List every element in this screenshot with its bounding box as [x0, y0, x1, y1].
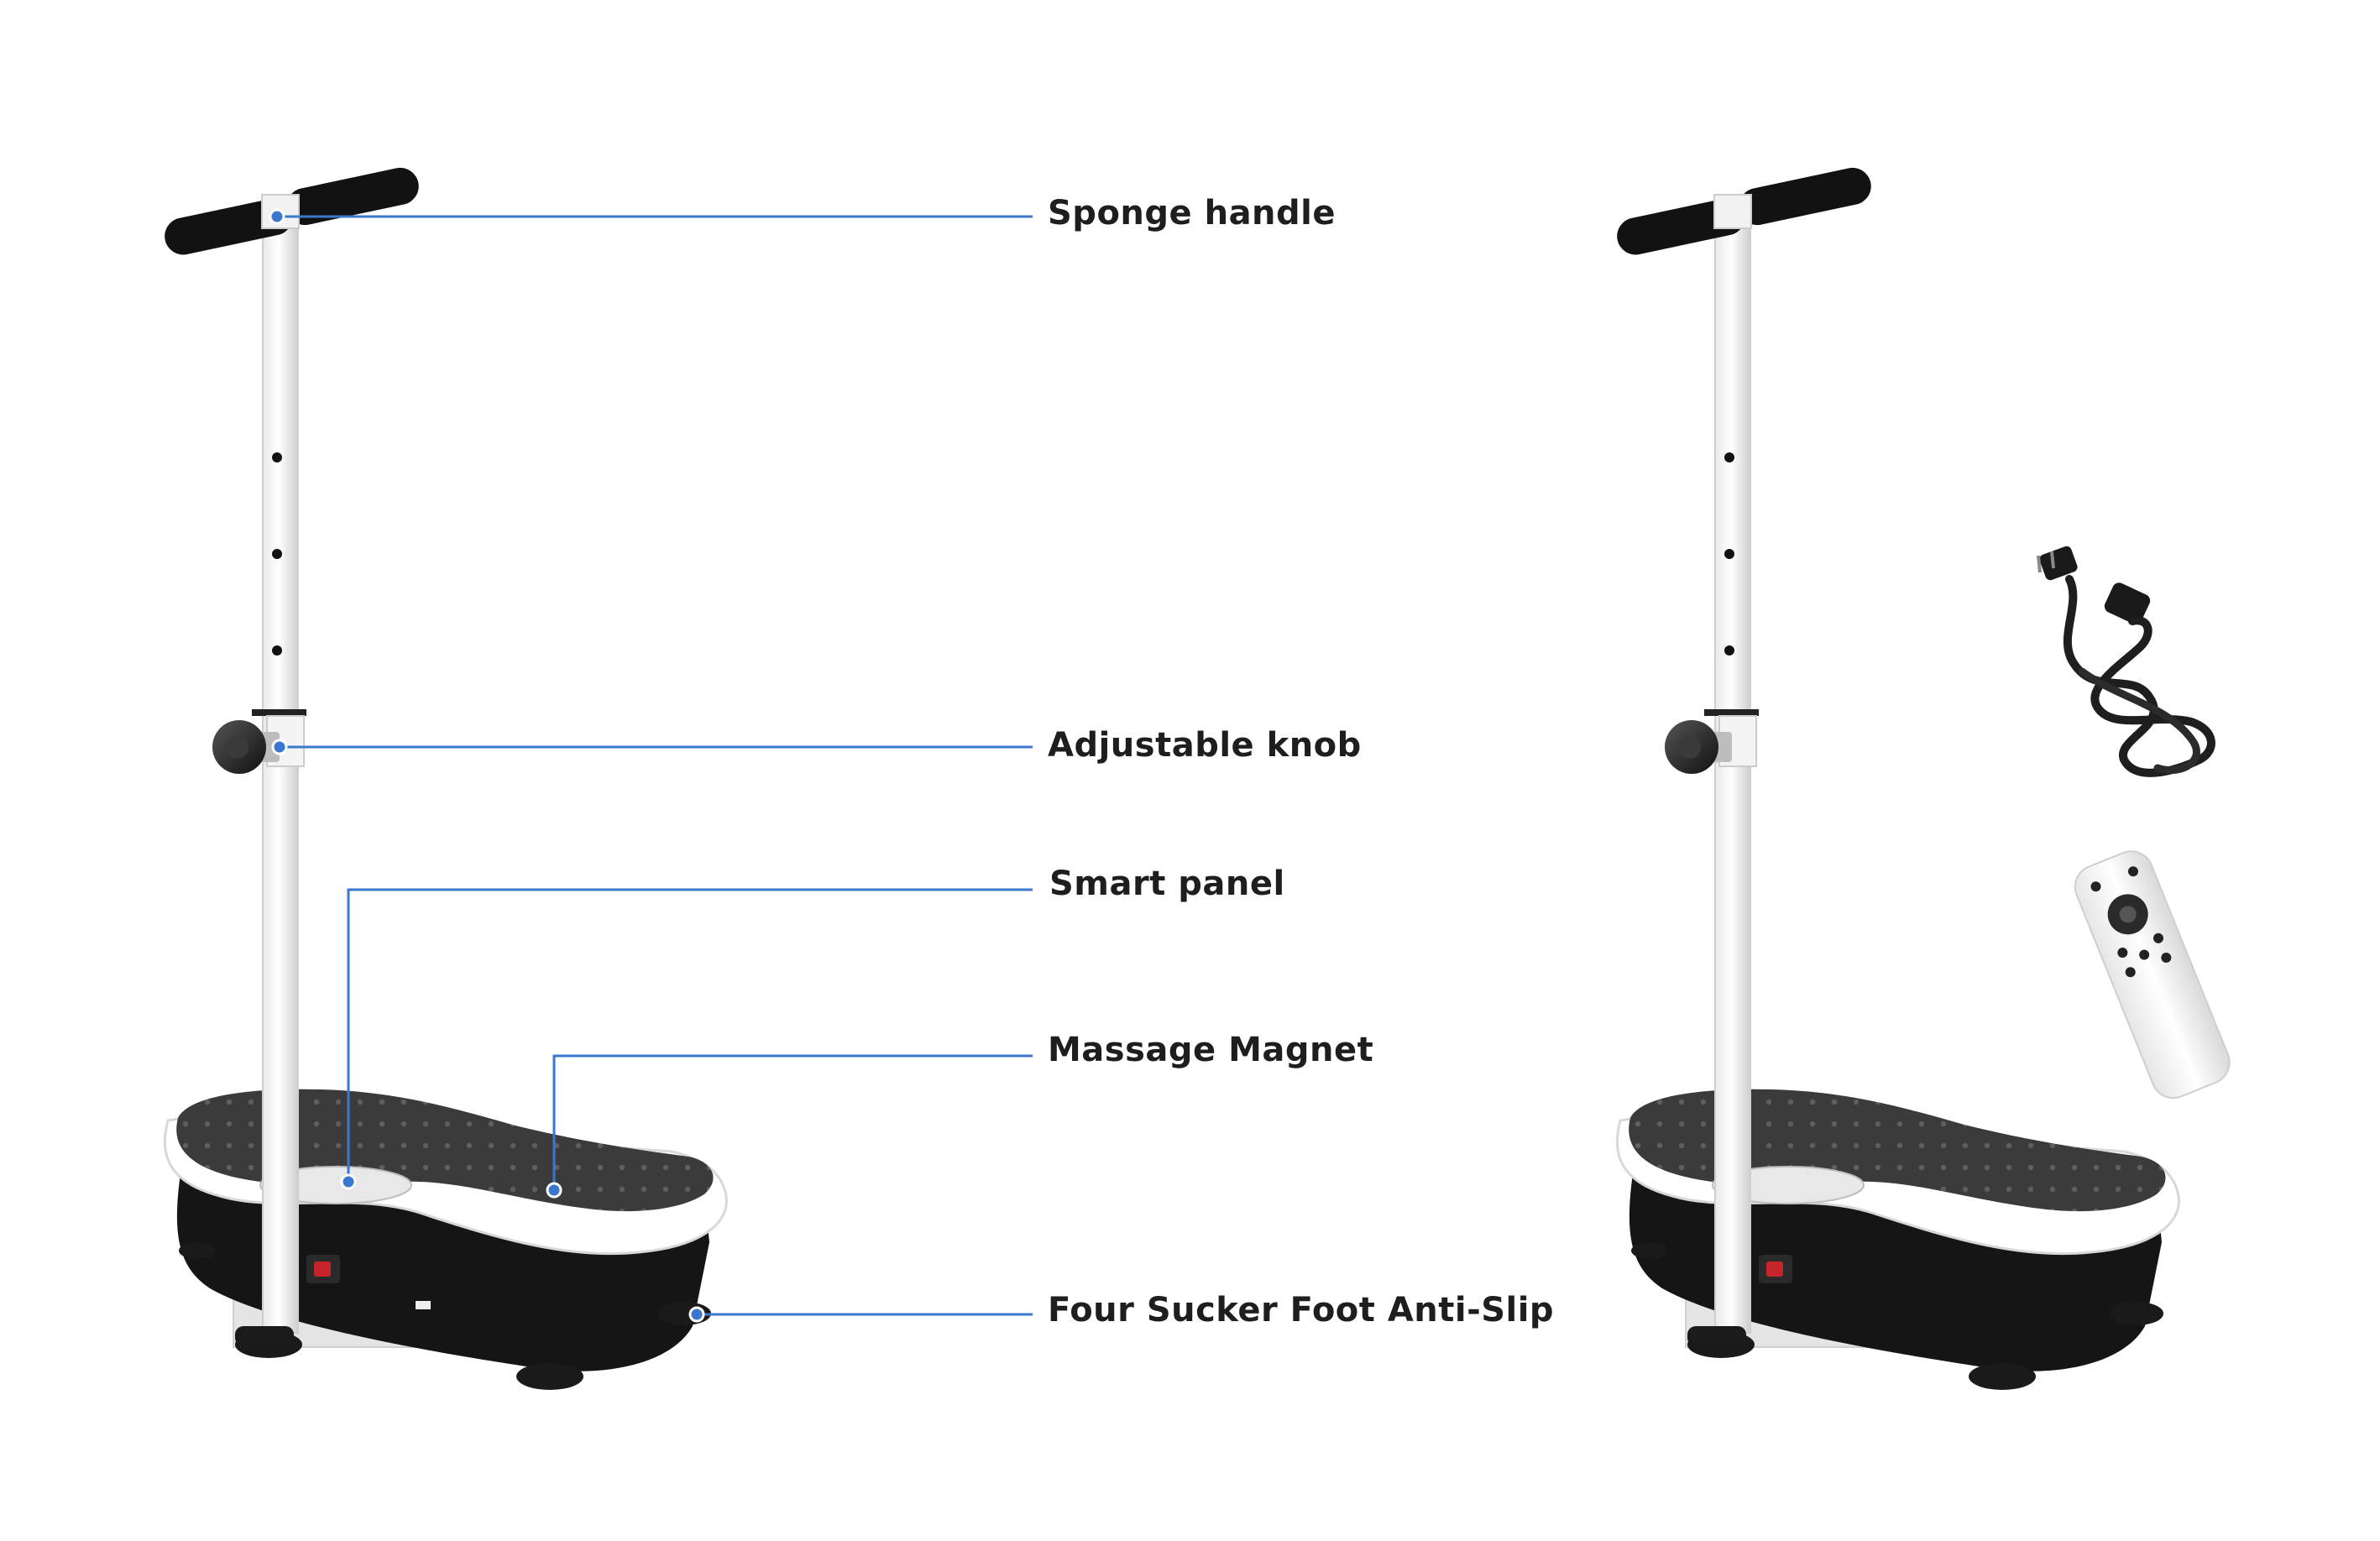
callout-dots	[269, 208, 705, 1323]
callout-lines	[277, 215, 1033, 1316]
label-sucker-foot: Four Sucker Foot Anti-Slip	[1048, 1291, 1555, 1329]
label-adjustable-knob: Adjustable knob	[1048, 726, 1362, 765]
label-smart-panel: Smart panel	[1049, 865, 1285, 903]
remote-control-icon	[2074, 850, 2231, 1100]
vibration-plate-machine-right	[1615, 167, 2180, 1390]
vibration-plate-machine-left	[163, 167, 728, 1390]
label-sponge-handle: Sponge handle	[1048, 194, 1336, 232]
adjustable-knob	[212, 720, 280, 774]
power-cable-icon	[2037, 546, 2215, 777]
sponge-handle	[165, 167, 419, 255]
label-massage-magnet: Massage Magnet	[1048, 1031, 1374, 1069]
